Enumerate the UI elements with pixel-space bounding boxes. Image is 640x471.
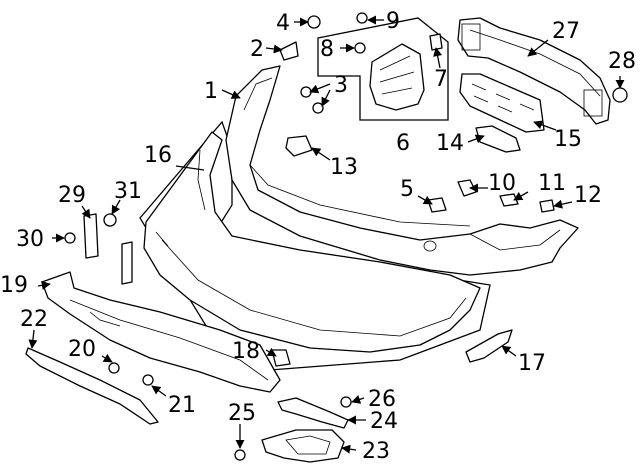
energy-absorber xyxy=(459,73,545,133)
bolt-fastener-9 xyxy=(356,12,368,24)
side-support xyxy=(121,241,133,285)
callout-26: 26 xyxy=(368,387,396,412)
bolt-fastener-20 xyxy=(108,362,120,374)
lower-valance xyxy=(41,271,281,393)
callout-30: 30 xyxy=(16,227,44,252)
callout-31: 31 xyxy=(114,179,142,204)
leader-lines xyxy=(28,15,625,454)
callout-27: 27 xyxy=(552,19,580,44)
callout-22: 22 xyxy=(20,307,48,332)
clip-fastener-3a xyxy=(300,86,312,98)
inner-bracket xyxy=(369,43,425,111)
nut-fastener-31 xyxy=(103,213,117,227)
corner-trim xyxy=(465,329,513,363)
callout-19: 19 xyxy=(0,273,28,298)
callout-29: 29 xyxy=(58,183,86,208)
callout-17: 17 xyxy=(518,351,546,376)
callout-13: 13 xyxy=(330,155,358,180)
callout-15: 15 xyxy=(554,127,582,152)
clip-fastener-3b xyxy=(312,102,324,114)
callout-7: 7 xyxy=(434,67,448,92)
lower-bracket xyxy=(277,397,349,429)
callout-16: 16 xyxy=(144,143,172,168)
bolt-fastener-26 xyxy=(340,396,352,408)
callout-23: 23 xyxy=(362,439,390,464)
bracket-clip xyxy=(429,33,443,51)
callout-20: 20 xyxy=(68,337,96,362)
callout-10: 10 xyxy=(488,171,516,196)
inner-bracket-group-box xyxy=(317,17,449,121)
callout-25: 25 xyxy=(228,401,256,426)
side-retainer xyxy=(279,41,299,61)
callout-1: 1 xyxy=(204,79,218,104)
lower-trim-strip xyxy=(25,347,159,425)
reinforcement-bar xyxy=(457,17,611,125)
callout-14: 14 xyxy=(436,131,464,156)
bolt-fastener-30 xyxy=(64,232,76,244)
callout-2: 2 xyxy=(250,37,264,62)
callout-labels: 1 2 3 4 5 6 7 8 9 10 11 12 13 14 15 16 1… xyxy=(0,9,636,464)
bolt-fastener-8 xyxy=(354,42,366,54)
park-sensor xyxy=(271,349,291,367)
lower-bumper-cover xyxy=(143,131,481,353)
callout-28: 28 xyxy=(608,49,636,74)
side-bracket xyxy=(475,125,521,153)
nut-fastener-28 xyxy=(612,87,628,103)
callout-9: 9 xyxy=(386,9,400,34)
callout-12: 12 xyxy=(574,183,602,208)
bolt-fastener-21 xyxy=(142,374,154,386)
callout-24: 24 xyxy=(370,409,398,434)
wire-bracket xyxy=(285,135,313,157)
callout-6: 6 xyxy=(396,131,410,156)
upper-bumper-cover xyxy=(225,65,579,276)
mounting-bracket xyxy=(83,213,99,259)
nut-fastener-4 xyxy=(307,15,321,29)
sensor-retainer xyxy=(539,199,555,213)
callout-5: 5 xyxy=(400,177,414,202)
tow-hook-cover xyxy=(261,429,345,463)
callout-8: 8 xyxy=(320,37,334,62)
callout-11: 11 xyxy=(538,171,566,196)
callout-21: 21 xyxy=(168,393,196,418)
reflector xyxy=(427,197,447,213)
callout-18: 18 xyxy=(232,339,260,364)
callout-3: 3 xyxy=(334,73,348,98)
callout-4: 4 xyxy=(276,11,290,36)
bolt-fastener-25 xyxy=(234,449,246,461)
